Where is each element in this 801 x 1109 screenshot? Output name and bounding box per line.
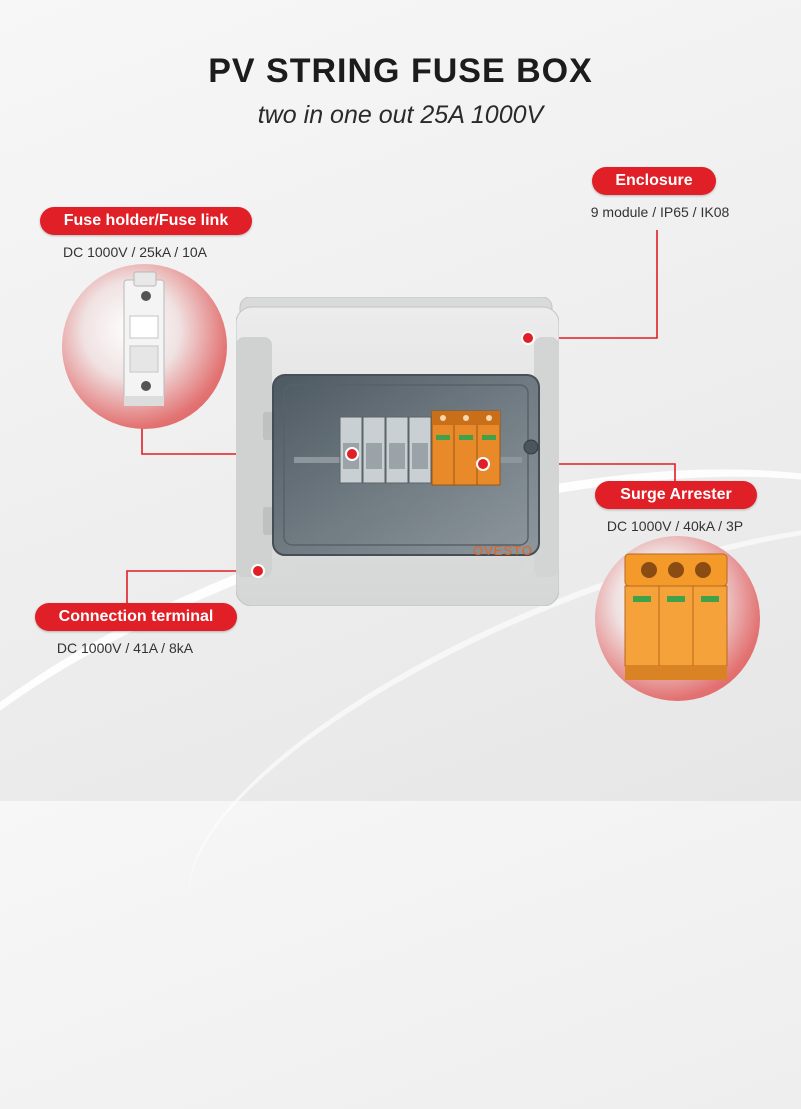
fuse-holder-photo bbox=[62, 264, 227, 429]
connection-terminal-spec: DC 1000V / 41A / 8kA bbox=[56, 640, 194, 656]
surge-arrester-illustration bbox=[624, 553, 728, 680]
enclosure-label: Enclosure bbox=[592, 167, 716, 195]
brand-logo: OVESTO bbox=[473, 543, 533, 558]
surge-arrester-spec: DC 1000V / 40kA / 3P bbox=[606, 518, 744, 534]
connection-terminal-leader bbox=[126, 570, 258, 604]
surge-arrester-photo bbox=[595, 536, 760, 701]
page-title: PV STRING FUSE BOX bbox=[208, 52, 593, 90]
enclosure-product bbox=[236, 297, 559, 606]
connection-terminal-hotspot-dot bbox=[251, 564, 265, 578]
enclosure-hotspot-dot bbox=[521, 331, 535, 345]
connection-terminal-label: Connection terminal bbox=[35, 603, 237, 631]
page-subtitle: two in one out 25A 1000V bbox=[257, 101, 544, 129]
enclosure-drawing bbox=[236, 297, 559, 606]
fuse-holder-label: Fuse holder/Fuse link bbox=[40, 207, 252, 235]
surge-arrester-hotspot-dot bbox=[476, 457, 490, 471]
hotspot-markers bbox=[251, 331, 535, 578]
fuse-holder-illustration bbox=[123, 271, 165, 406]
enclosure-spec: 9 module / IP65 / IK08 bbox=[590, 204, 730, 220]
enclosure-leader bbox=[528, 230, 658, 339]
fuse-holder-spec: DC 1000V / 25kA / 10A bbox=[63, 244, 207, 260]
fuse-holder-hotspot-dot bbox=[345, 447, 359, 461]
surge-arrester-label: Surge Arrester bbox=[595, 481, 757, 509]
